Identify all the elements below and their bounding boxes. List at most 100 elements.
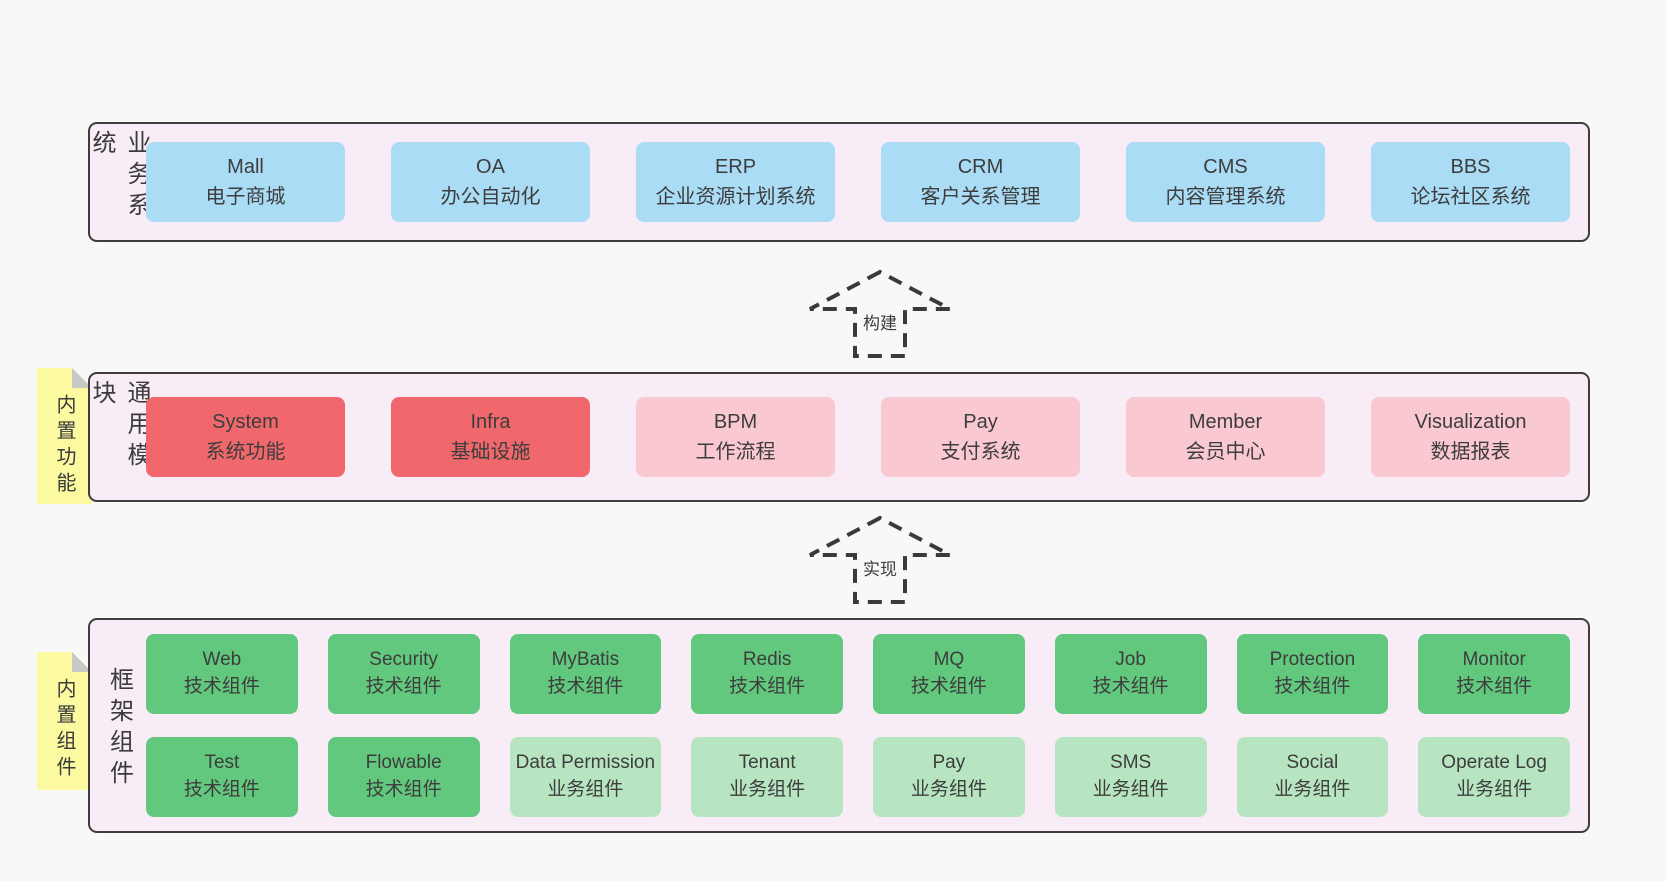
box-subtitle: 技术组件 [365, 779, 442, 800]
box-name: OA [476, 156, 505, 178]
common-modules-panel: 通用模块 System 系统功能 Infra 基础设施 BPM 工作流程 Pay… [88, 372, 1590, 502]
sticky-note-text: 内置功能 [53, 394, 75, 498]
box-name: Operate Log [1441, 752, 1547, 774]
box-subtitle: 业务组件 [1456, 779, 1533, 800]
box-name: CMS [1203, 156, 1248, 178]
box-name: Visualization [1414, 411, 1527, 433]
box-subtitle: 电子商城 [205, 186, 286, 208]
box-subtitle: 技术组件 [183, 779, 260, 800]
box-subtitle: 技术组件 [365, 676, 442, 697]
box-subtitle: 会员中心 [1185, 441, 1266, 463]
box-name: Security [369, 649, 438, 671]
component-box-test: Test 技术组件 [146, 737, 298, 817]
box-name: Tenant [738, 752, 796, 774]
dashed-up-arrow-icon [809, 269, 951, 358]
common-modules-box-row: System 系统功能 Infra 基础设施 BPM 工作流程 Pay 支付系统… [136, 374, 1588, 500]
box-subtitle: 技术组件 [729, 676, 806, 697]
box-subtitle: 客户关系管理 [920, 186, 1041, 208]
sticky-note-built-in-components: 内置组件 [37, 652, 92, 790]
component-box-redis: Redis 技术组件 [691, 634, 843, 714]
dashed-up-arrow-icon [809, 515, 951, 604]
box-name: ERP [714, 156, 757, 178]
box-name: MQ [933, 649, 965, 671]
panel-label-business-systems: 业务系统 [88, 130, 150, 223]
box-subtitle: 工作流程 [695, 441, 776, 463]
system-box-crm: CRM 客户关系管理 [881, 142, 1080, 222]
module-box-pay: Pay 支付系统 [881, 397, 1080, 477]
component-box-monitor: Monitor 技术组件 [1418, 634, 1570, 714]
sticky-note-text: 内置组件 [53, 678, 75, 782]
component-box-mq: MQ 技术组件 [873, 634, 1025, 714]
box-name: BBS [1450, 156, 1491, 178]
component-box-web: Web 技术组件 [146, 634, 298, 714]
box-subtitle: 业务组件 [1274, 779, 1351, 800]
component-box-data-permission: Data Permission 业务组件 [509, 737, 662, 817]
component-box-security: Security 技术组件 [327, 634, 480, 714]
box-subtitle: 技术组件 [1274, 676, 1351, 697]
box-name: System [212, 411, 279, 433]
component-box-sms: SMS 业务组件 [1054, 737, 1207, 817]
box-subtitle: 论坛社区系统 [1410, 186, 1531, 208]
box-name: CRM [957, 156, 1004, 178]
box-subtitle: 数据报表 [1430, 441, 1511, 463]
box-subtitle: 系统功能 [205, 441, 286, 463]
box-name: Infra [470, 411, 511, 433]
components-row-2: Test 技术组件 Flowable 技术组件 Data Permission … [146, 737, 1570, 817]
box-name: Social [1286, 752, 1339, 774]
panel-label-common-modules: 通用模块 [88, 380, 150, 473]
system-box-erp: ERP 企业资源计划系统 [636, 142, 835, 222]
box-name: Protection [1269, 649, 1356, 671]
box-subtitle: 内容管理系统 [1165, 186, 1286, 208]
box-subtitle: 业务组件 [1092, 779, 1169, 800]
module-box-infra: Infra 基础设施 [391, 397, 590, 477]
system-box-cms: CMS 内容管理系统 [1126, 142, 1325, 222]
box-name: Pay [932, 752, 966, 774]
build-arrow-label: 构建 [859, 308, 901, 335]
business-systems-box-row: Mall 电子商城 OA 办公自动化 ERP 企业资源计划系统 CRM 客户关系… [136, 124, 1588, 240]
box-name: Flowable [365, 752, 442, 774]
framework-components-grid: Web 技术组件 Security 技术组件 MyBatis 技术组件 Redi… [136, 620, 1588, 831]
panel-label-framework-components: 框架组件 [105, 666, 133, 791]
box-subtitle: 基础设施 [450, 441, 531, 463]
box-subtitle: 技术组件 [910, 676, 987, 697]
box-name: Web [202, 649, 242, 671]
module-box-member: Member 会员中心 [1126, 397, 1325, 477]
implement-arrow: 实现 [805, 514, 955, 606]
box-name: MyBatis [551, 649, 620, 671]
component-box-social: Social 业务组件 [1236, 737, 1389, 817]
build-arrow: 构建 [805, 268, 955, 360]
box-name: Test [204, 752, 240, 774]
component-box-tenant: Tenant 业务组件 [691, 737, 843, 817]
box-subtitle: 办公自动化 [440, 186, 541, 208]
box-name: Data Permission [515, 752, 656, 774]
system-box-bbs: BBS 论坛社区系统 [1371, 142, 1570, 222]
component-box-protection: Protection 技术组件 [1236, 634, 1389, 714]
module-box-bpm: BPM 工作流程 [636, 397, 835, 477]
box-name: Pay [963, 411, 998, 433]
box-subtitle: 支付系统 [940, 441, 1021, 463]
component-box-job: Job 技术组件 [1054, 634, 1207, 714]
box-name: BPM [713, 411, 758, 433]
component-box-flowable: Flowable 技术组件 [327, 737, 480, 817]
system-box-oa: OA 办公自动化 [391, 142, 590, 222]
module-box-visualization: Visualization 数据报表 [1371, 397, 1570, 477]
box-subtitle: 技术组件 [1456, 676, 1533, 697]
sticky-note-built-in-features: 内置功能 [37, 368, 92, 504]
box-subtitle: 技术组件 [547, 676, 624, 697]
system-box-mall: Mall 电子商城 [146, 142, 345, 222]
box-subtitle: 技术组件 [1092, 676, 1169, 697]
component-box-operate-log: Operate Log 业务组件 [1418, 737, 1570, 817]
box-name: Redis [742, 649, 792, 671]
business-systems-panel: 业务系统 Mall 电子商城 OA 办公自动化 ERP 企业资源计划系统 CRM… [88, 122, 1590, 242]
component-box-mybatis: MyBatis 技术组件 [509, 634, 662, 714]
implement-arrow-label: 实现 [859, 554, 901, 581]
box-name: SMS [1110, 752, 1152, 774]
box-subtitle: 业务组件 [547, 779, 624, 800]
box-name: Job [1115, 649, 1146, 671]
box-subtitle: 企业资源计划系统 [655, 186, 816, 208]
framework-components-panel: 框架组件 Web 技术组件 Security 技术组件 MyBatis 技术组件… [88, 618, 1590, 833]
component-box-pay: Pay 业务组件 [873, 737, 1025, 817]
module-box-system: System 系统功能 [146, 397, 345, 477]
box-subtitle: 技术组件 [183, 676, 260, 697]
box-name: Monitor [1462, 649, 1526, 671]
